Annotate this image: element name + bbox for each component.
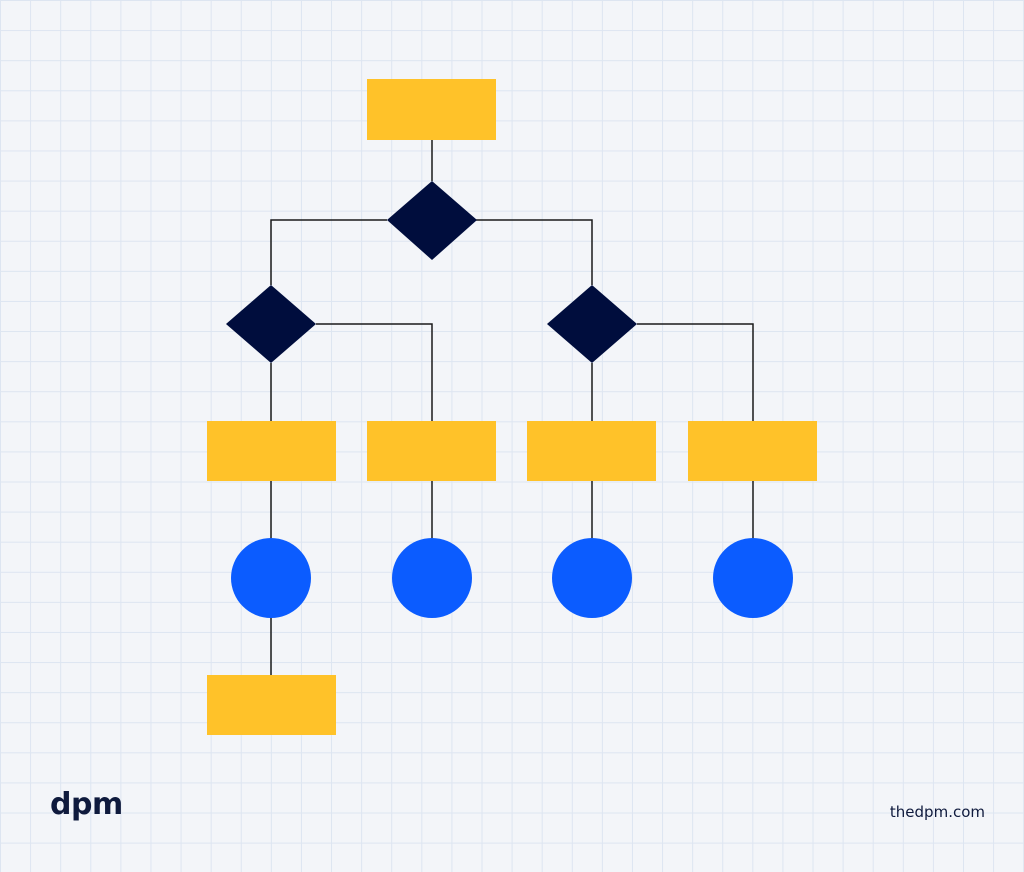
- terminal-circle-2: [392, 538, 472, 618]
- process-shapes: [207, 79, 817, 735]
- connector-decision-to-right-decision: [476, 219, 593, 285]
- process-box-5: [207, 675, 336, 735]
- site-url: thedpm.com: [889, 803, 985, 821]
- decision-diamond-left: [226, 285, 316, 363]
- process-box-2: [367, 421, 496, 481]
- process-box-3: [527, 421, 656, 481]
- decision-shapes: [226, 181, 637, 363]
- dpm-logo: dpm: [50, 787, 123, 822]
- process-box-root: [367, 79, 496, 140]
- terminal-circle-1: [231, 538, 311, 618]
- connector-left-decision-to-process-2: [316, 323, 433, 421]
- decision-diamond-right: [547, 285, 637, 363]
- terminal-shapes: [231, 538, 793, 618]
- terminal-circle-4: [713, 538, 793, 618]
- decision-diamond-top: [387, 181, 477, 260]
- terminal-circle-3: [552, 538, 632, 618]
- connector-decision-to-left-decision: [270, 219, 387, 285]
- process-box-4: [688, 421, 817, 481]
- connectors: [270, 140, 754, 675]
- connector-right-decision-to-process-4: [637, 323, 754, 421]
- process-box-1: [207, 421, 336, 481]
